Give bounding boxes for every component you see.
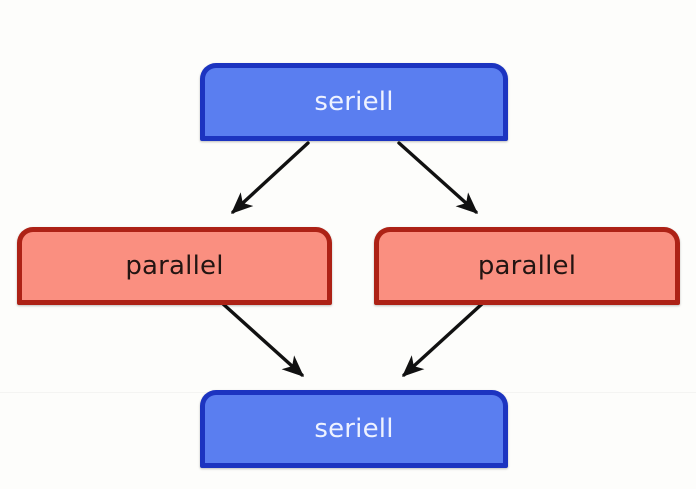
node-seriell-bottom[interactable]: seriell (200, 390, 508, 468)
node-parallel-left[interactable]: parallel (17, 227, 332, 305)
edge-left-to-bottom (220, 301, 305, 377)
node-seriell-bottom-label: seriell (314, 414, 394, 444)
node-seriell-top[interactable]: seriell (200, 63, 508, 141)
edge-top-to-right (397, 141, 479, 214)
edge-right-to-bottom (401, 301, 485, 377)
node-parallel-right[interactable]: parallel (374, 227, 680, 305)
edge-top-to-left (230, 141, 310, 214)
node-seriell-top-label: seriell (314, 87, 394, 117)
node-parallel-right-label: parallel (477, 251, 577, 281)
node-parallel-left-label: parallel (125, 251, 224, 281)
